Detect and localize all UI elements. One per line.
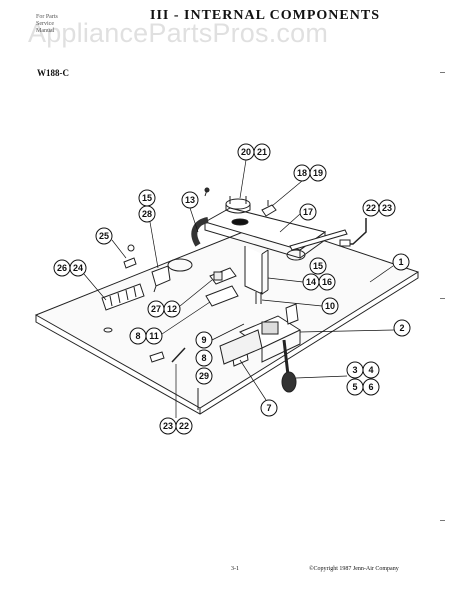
callout-label: 17 [303, 207, 313, 217]
callout-label: 10 [325, 301, 335, 311]
mounting-plate [219, 329, 263, 365]
bracket-slot [231, 218, 249, 226]
callout-10 [261, 297, 339, 315]
callout-label: 5 [352, 382, 357, 392]
page-number: 3-1 [231, 566, 239, 572]
clip-part [261, 204, 277, 217]
nut-part [127, 244, 135, 252]
callout-label: 24 [73, 263, 83, 273]
callout-label: 23 [382, 203, 392, 213]
callout-label: 15 [313, 261, 323, 271]
callout-label: 19 [313, 168, 323, 178]
model-number: W188-C [37, 68, 69, 78]
header-left-notes: For Parts Service Manual [36, 14, 58, 35]
callout-label: 18 [297, 168, 307, 178]
callout-label: 4 [368, 365, 373, 375]
plate-hole [167, 258, 193, 272]
callout-8-11 [129, 301, 211, 345]
callout-label: 21 [257, 147, 267, 157]
watermark: AppliancePartsPros.com [28, 18, 329, 48]
callout-22-23 [362, 199, 396, 217]
callout-14 [267, 273, 320, 291]
callout-label: 16 [322, 277, 332, 287]
callout-26-24 [53, 259, 107, 301]
callout-15-16 [309, 257, 336, 291]
page-title: III - INTERNAL COMPONENTS [150, 8, 380, 23]
callout-3-4-5-6 [295, 361, 380, 396]
callout-label: 2 [399, 323, 404, 333]
callout-label: 20 [241, 147, 251, 157]
callout-label: 28 [142, 209, 152, 219]
callout-label: 13 [185, 195, 195, 205]
callout-label: 9 [201, 335, 206, 345]
callout-9-8-29 [195, 323, 245, 385]
margin-tick [440, 298, 445, 299]
callout-label: 29 [199, 371, 209, 381]
callout-17 [279, 203, 317, 233]
callout-label: 23 [163, 421, 173, 431]
callout-label: 8 [201, 353, 206, 363]
callout-label: 22 [179, 421, 189, 431]
callout-1 [369, 253, 410, 283]
mount-bracket [151, 265, 171, 287]
callout-15-28 [138, 189, 159, 269]
callout-label: 22 [366, 203, 376, 213]
callout-20-21 [237, 143, 271, 199]
wire-harness [191, 217, 209, 247]
bracket-strip [289, 229, 348, 251]
callout-2 [299, 319, 411, 337]
terminal-block [101, 283, 145, 311]
plate-hole [103, 327, 113, 333]
copyright-notice: ©Copyright 1987 Jenn-Air Company [309, 566, 399, 572]
callout-label: 8 [135, 331, 140, 341]
callout-label: 1 [398, 257, 403, 267]
base-plate [34, 221, 420, 409]
switch-bracket-lower [205, 285, 239, 307]
margin-tick [440, 72, 445, 73]
callout-7 [239, 359, 278, 417]
callout-23-22 [159, 364, 193, 435]
callout-label: 15 [142, 193, 152, 203]
callout-label: 6 [368, 382, 373, 392]
callout-label: 7 [266, 403, 271, 413]
header-left-line: Manual [36, 28, 55, 34]
margin-tick [440, 520, 445, 521]
callout-label: 27 [151, 304, 161, 314]
callout-18-19 [271, 164, 327, 207]
callout-label: 14 [306, 277, 316, 287]
callout-27-12 [147, 279, 213, 318]
header-left-line: Service [36, 21, 54, 27]
header-left-line: For Parts [36, 14, 58, 20]
callout-label: 26 [57, 263, 67, 273]
callout-label: 25 [99, 231, 109, 241]
callout-label: 12 [167, 304, 177, 314]
callout-label: 3 [352, 365, 357, 375]
control-knob [281, 371, 297, 393]
callout-13 [181, 191, 199, 233]
callout-25 [95, 227, 127, 259]
support-post [244, 246, 263, 295]
callout-label: 11 [149, 331, 159, 341]
